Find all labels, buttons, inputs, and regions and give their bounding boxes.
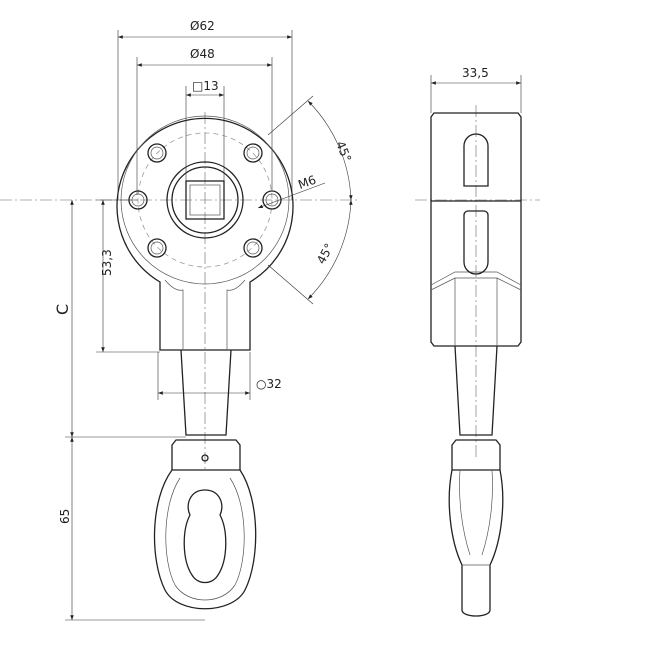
eye-slot <box>183 489 227 584</box>
bolt-holes <box>128 143 282 258</box>
dim-eye-length: 65 <box>58 509 72 524</box>
eye-ring <box>153 469 257 610</box>
slot-lower <box>463 210 489 275</box>
side-view <box>415 105 540 617</box>
side-dimensions: 33,5 <box>430 66 522 113</box>
dim-bolt-circle: Ø48 <box>190 47 215 61</box>
front-dimensions: Ø62 Ø48 □13 45° 45° M6 53,3 C 65 ○ <box>53 19 354 621</box>
side-shaft <box>454 345 498 436</box>
dim-height-center: 53,3 <box>100 249 114 276</box>
dim-angle-upper: 45° <box>333 139 354 164</box>
housing-outline <box>116 117 294 351</box>
dim-angle-lower: 45° <box>314 241 336 266</box>
shaft <box>180 349 232 436</box>
dim-side-width: 33,5 <box>462 66 489 80</box>
square-drive <box>185 180 225 220</box>
side-eye <box>448 469 504 617</box>
dim-outer-diameter: Ø62 <box>190 19 215 33</box>
dim-shaft-diameter: ○32 <box>256 377 282 391</box>
side-housing <box>430 112 522 347</box>
hub <box>166 161 244 239</box>
dim-overall: C <box>53 304 72 315</box>
dim-square-drive: □13 <box>192 79 219 93</box>
dim-thread: M6 <box>296 173 318 192</box>
slot-upper <box>463 133 489 187</box>
